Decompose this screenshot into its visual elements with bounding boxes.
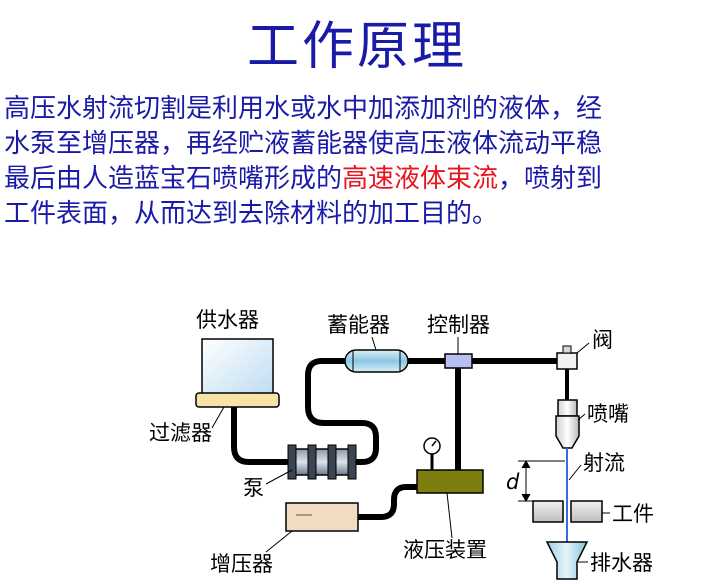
standoff-distance-indicator [518,459,565,503]
pump [287,444,357,480]
drain [545,541,589,580]
leader-nozzle [577,413,586,421]
hydraulic-unit [416,469,484,494]
distance-arrow-down [521,493,531,503]
pipes [231,358,559,520]
nozzle-top [557,399,578,417]
accumulator [344,349,409,373]
pump-body [291,448,353,476]
label-nozzle: 喷嘴 [587,402,629,426]
pipe-hydraulic-to-booster [355,484,420,520]
pump-flange-2 [307,444,317,480]
workpiece [532,500,603,523]
paragraph-line-3-prefix: 最后由人造蓝宝石喷嘴形成的 [4,164,343,194]
workpiece-left [532,500,564,523]
pump-flange-1 [287,444,297,480]
label-hydraulic: 液压装置 [403,538,487,562]
water-supply-tank [201,338,274,396]
filter-block [195,392,280,408]
pump-flange-4 [347,444,357,480]
description-paragraph: 高压水射流切割是利用水或水中加添加剂的液体，经 水泵至增压器，再经贮液蓄能器使高… [4,92,712,232]
drain-funnel [545,541,589,580]
gauge-needle [431,440,437,447]
label-valve: 阀 [592,328,613,352]
leader-pump [265,469,293,485]
label-controller: 控制器 [427,313,490,337]
paragraph-line-2: 水泵至增压器，再经贮液蓄能器使高压液体流动平稳 [4,129,603,159]
leader-valve [576,342,590,354]
label-filter: 过滤器 [149,421,212,445]
distance-arrow-up [521,459,531,469]
nozzle [555,399,580,449]
valve-body [556,352,578,370]
leader-lines [211,336,610,563]
leader-filter [211,406,225,429]
booster-box [285,502,359,532]
leader-booster [265,530,293,553]
pipe-filter-to-pump [231,404,295,465]
label-booster: 增压器 [210,552,273,576]
paragraph-line-4: 工件表面，从而达到去除材料的加工目的。 [4,199,499,229]
pressure-gauge [423,437,441,455]
pump-flange-3 [327,444,337,480]
paragraph-line-1: 高压水射流切割是利用水或水中加添加剂的液体，经 [4,94,603,124]
label-pump: 泵 [243,476,264,500]
paragraph-line-3: 最后由人造蓝宝石喷嘴形成的高速液体束流，喷射到 [4,162,712,197]
label-jet: 射流 [583,451,625,475]
controller-box [444,353,473,369]
label-workpiece: 工件 [612,502,654,526]
leader-accumulator [371,336,377,351]
highlight-high-speed-jet: 高速液体束流 [342,164,499,194]
leader-jet [568,464,582,481]
paragraph-line-3-suffix: ，喷射到 [498,164,603,194]
label-water-supply: 供水器 [196,308,259,332]
label-drain: 排水器 [590,551,653,575]
workpiece-right [570,500,603,523]
pipe-pump-loop [305,358,379,465]
page-title: 工作原理 [246,17,467,77]
accumulator-body [344,349,409,373]
valve-handle [562,345,572,354]
valve [556,345,578,400]
nozzle-body [555,415,580,449]
distance-d-label: d [506,470,520,494]
label-accumulator: 蓄能器 [327,313,390,337]
leader-hydraulic [446,492,453,539]
